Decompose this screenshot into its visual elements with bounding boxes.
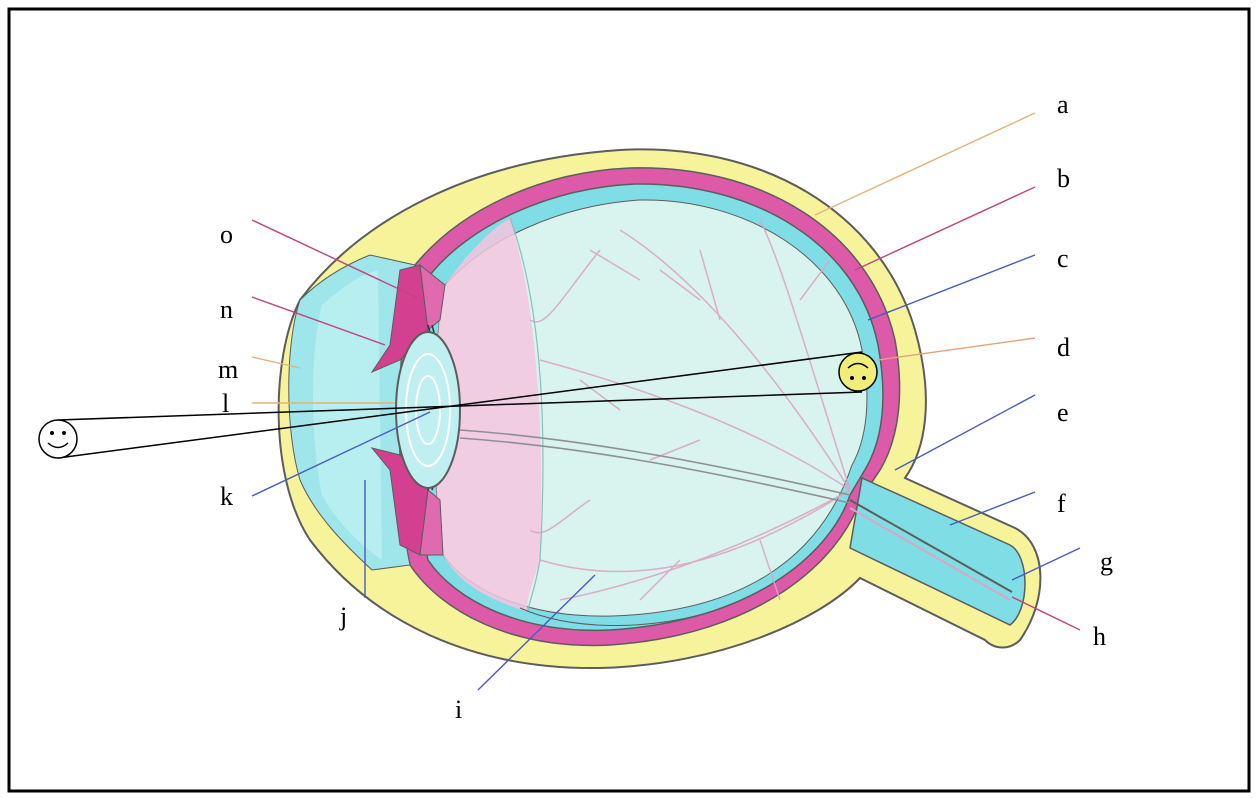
label-n: n — [220, 295, 233, 324]
label-o: o — [220, 220, 233, 249]
label-l: l — [222, 389, 229, 418]
inverted-smiley-face-icon — [839, 353, 877, 391]
label-f: f — [1057, 489, 1066, 518]
label-b: b — [1057, 164, 1070, 193]
smiley-face-icon — [39, 420, 77, 458]
label-a: a — [1057, 90, 1069, 119]
label-m: m — [218, 355, 238, 384]
label-g: g — [1100, 547, 1113, 576]
label-h: h — [1093, 622, 1106, 651]
label-k: k — [220, 482, 233, 511]
label-c: c — [1057, 244, 1069, 273]
label-j: j — [339, 602, 347, 631]
label-i: i — [455, 695, 462, 724]
label-d: d — [1057, 333, 1070, 362]
label-e: e — [1057, 398, 1069, 427]
